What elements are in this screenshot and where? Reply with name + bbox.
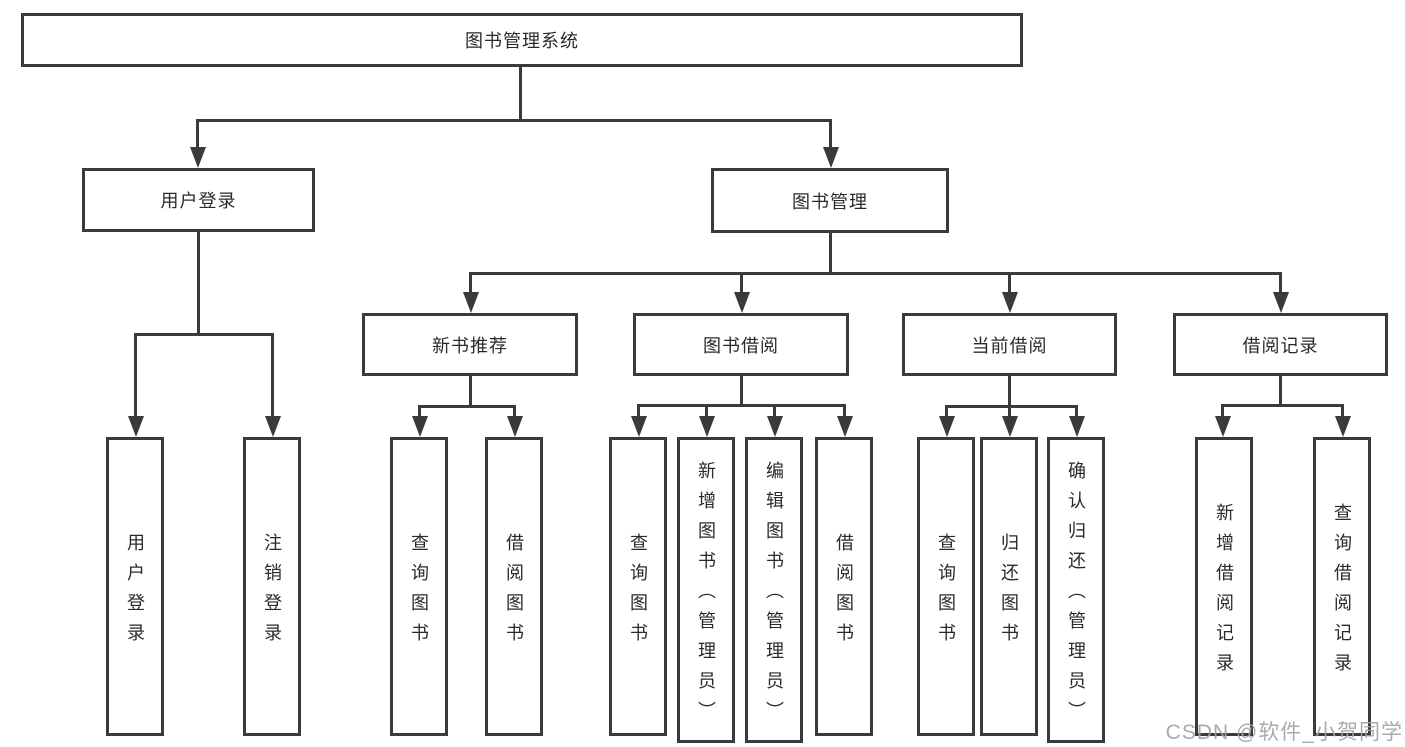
leaf-label: 归还图书 [999, 532, 1019, 653]
leaf-user-login: 用户登录 [106, 437, 164, 736]
down-arrow-icon [1008, 405, 1011, 416]
connector-rail-records [1221, 404, 1344, 407]
leaf-label: 编辑图书（管理员） [764, 461, 784, 731]
down-arrow-icon [773, 404, 776, 416]
connector-rail-recommend [418, 405, 516, 408]
down-arrow-icon [513, 405, 516, 416]
leaf-label: 查询图书 [628, 532, 648, 653]
down-arrow-icon [1008, 272, 1011, 292]
node-current-borrow: 当前借阅 [902, 313, 1117, 376]
connector-rail-level3 [469, 272, 1282, 275]
connector-rail-borrow [637, 404, 846, 407]
leaf-label: 借阅图书 [504, 532, 524, 653]
down-arrow-icon [1341, 404, 1344, 416]
connector-stem-book-management [829, 232, 832, 273]
connector-stem-current [1008, 376, 1011, 406]
node-book-management: 图书管理 [711, 168, 949, 233]
down-arrow-icon [134, 333, 137, 416]
leaf-label: 查询图书 [936, 532, 956, 653]
leaf-label: 新增借阅记录 [1214, 502, 1234, 683]
csdn-watermark: CSDN @软件_小贺同学 [1165, 721, 1403, 744]
node-library-system: 图书管理系统 [21, 13, 1023, 67]
down-arrow-icon [705, 404, 708, 416]
leaf-label: 查询图书 [409, 532, 429, 653]
leaf-query-books-current: 查询图书 [917, 437, 975, 736]
down-arrow-icon [469, 272, 472, 292]
node-book-borrow: 图书借阅 [633, 313, 849, 376]
leaf-edit-books-admin: 编辑图书（管理员） [745, 437, 803, 743]
leaf-borrow-books: 借阅图书 [815, 437, 873, 736]
down-arrow-icon [637, 404, 640, 416]
down-arrow-icon [271, 333, 274, 416]
connector-stem-records [1279, 376, 1282, 405]
down-arrow-icon [196, 119, 199, 147]
connector-stem-borrow [740, 376, 743, 405]
node-borrow-records: 借阅记录 [1173, 313, 1388, 376]
down-arrow-icon [1221, 404, 1224, 416]
leaf-query-borrow-record: 查询借阅记录 [1313, 437, 1371, 736]
leaf-add-borrow-record: 新增借阅记录 [1195, 437, 1253, 736]
down-arrow-icon [418, 405, 421, 416]
leaf-label: 查询借阅记录 [1332, 502, 1352, 683]
connector-rail-root [196, 119, 832, 122]
down-arrow-icon [843, 404, 846, 416]
leaf-query-books-recommend: 查询图书 [390, 437, 448, 736]
leaf-add-books-admin: 新增图书（管理员） [677, 437, 735, 743]
node-user-login: 用户登录 [82, 168, 315, 232]
connector-stem-root [519, 67, 522, 120]
leaf-label: 注销登录 [262, 532, 282, 653]
down-arrow-icon [740, 272, 743, 292]
leaf-label: 确认归还（管理员） [1066, 461, 1086, 731]
leaf-label: 用户登录 [125, 532, 145, 653]
leaf-confirm-return-admin: 确认归还（管理员） [1047, 437, 1105, 743]
leaf-query-books-borrow: 查询图书 [609, 437, 667, 736]
connector-stem-user-login [197, 232, 200, 335]
down-arrow-icon [945, 405, 948, 416]
down-arrow-icon [1075, 405, 1078, 416]
down-arrow-icon [829, 119, 832, 147]
leaf-logout: 注销登录 [243, 437, 301, 736]
leaf-label: 借阅图书 [834, 532, 854, 653]
connector-rail-current [945, 405, 1078, 408]
leaf-label: 新增图书（管理员） [696, 461, 716, 731]
connector-rail-login [134, 333, 274, 336]
connector-stem-recommend [469, 376, 472, 406]
down-arrow-icon [1279, 272, 1282, 292]
leaf-return-books: 归还图书 [980, 437, 1038, 736]
leaf-borrow-books-recommend: 借阅图书 [485, 437, 543, 736]
node-new-book-recommend: 新书推荐 [362, 313, 578, 376]
